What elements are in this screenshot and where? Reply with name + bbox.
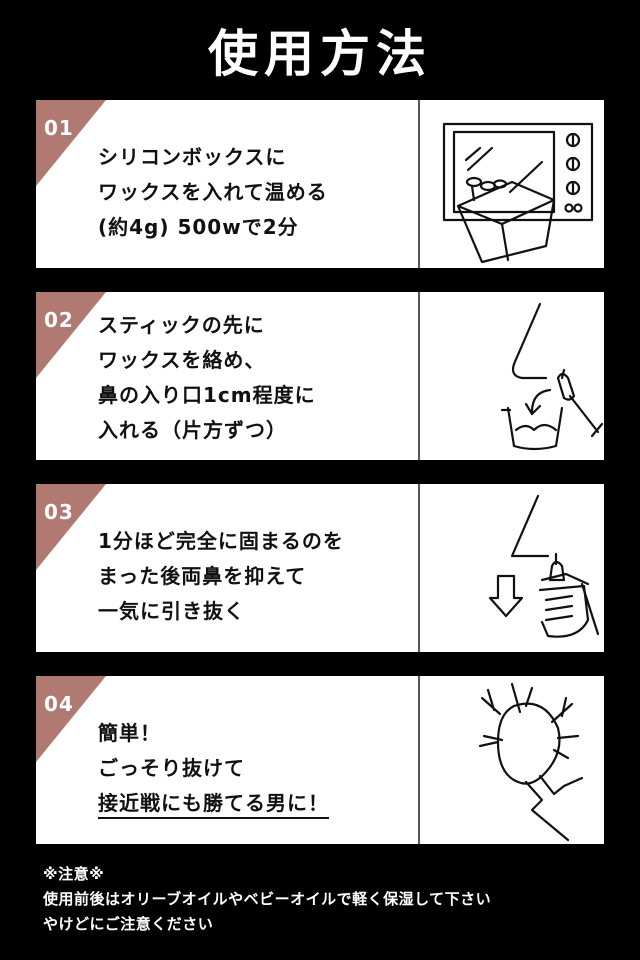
step-line: まった後両鼻を抑えて [98, 564, 307, 588]
microwave-box-icon [422, 100, 604, 268]
pull-out-icon [422, 484, 604, 652]
step-text: 1分ほど完全に固まるのを まった後両鼻を抑えて 一気に引き抜く [98, 524, 404, 629]
card-divider [418, 676, 420, 844]
step-line: 入れる（片方ずつ） [98, 418, 287, 442]
step-corner-accent [36, 292, 106, 378]
step-corner-accent [36, 100, 106, 186]
step-line: シリコンボックスに [98, 145, 287, 169]
step-number: 01 [44, 116, 74, 140]
step-number: 03 [44, 500, 74, 524]
step-line: ごっそり抜けて [98, 756, 245, 780]
step-line: ワックスを入れて温める [98, 180, 328, 204]
step-card-01: 01 シリコンボックスに ワックスを入れて温める (約4g) 500wで2分 [36, 100, 604, 268]
caution-line-1: 使用前後はオリーブオイルやベビーオイルで軽く保湿して下さい [43, 890, 492, 908]
caution-note: ※注意※ 使用前後はオリーブオイルやベビーオイルで軽く保湿して下さい やけどにご… [43, 862, 491, 937]
step-line: スティックの先に [98, 313, 265, 337]
page-title: 使用方法 [208, 24, 432, 83]
step-corner-accent [36, 484, 106, 570]
step-line: 接近戦にも勝てる男に！ [98, 786, 404, 821]
step-line: 1分ほど完全に固まるのを [98, 529, 344, 553]
step-corner-accent [36, 676, 106, 762]
step-text: スティックの先に ワックスを絡め、 鼻の入り口1cm程度に 入れる（片方ずつ） [98, 308, 404, 448]
step-line: ワックスを絡め、 [98, 348, 266, 372]
card-divider [418, 100, 420, 268]
step-card-04: 04 簡単！ ごっそり抜けて 接近戦にも勝てる男に！ [36, 676, 604, 844]
emphasis-underline: 接近戦にも勝てる男に！ [98, 791, 329, 819]
step-text: 簡単！ ごっそり抜けて 接近戦にも勝てる男に！ [98, 716, 404, 821]
caution-line-2: やけどにご注意ください [43, 915, 214, 933]
step-number: 02 [44, 308, 74, 332]
card-divider [418, 484, 420, 652]
step-number: 04 [44, 692, 74, 716]
step-card-03: 03 1分ほど完全に固まるのを まった後両鼻を抑えて 一気に引き抜く [36, 484, 604, 652]
step-card-02: 02 スティックの先に ワックスを絡め、 鼻の入り口1cm程度に 入れる（片方ず… [36, 292, 604, 460]
step-line: 鼻の入り口1cm程度に [98, 383, 316, 407]
step-line: 一気に引き抜く [98, 599, 245, 623]
step-text: シリコンボックスに ワックスを入れて温める (約4g) 500wで2分 [98, 140, 404, 245]
step-line: 簡単！ [98, 721, 161, 745]
nose-stick-icon [422, 292, 604, 460]
caution-heading: ※注意※ [43, 865, 105, 883]
step-line: (約4g) 500wで2分 [98, 215, 299, 239]
hair-removed-icon [422, 676, 604, 844]
card-divider [418, 292, 420, 460]
